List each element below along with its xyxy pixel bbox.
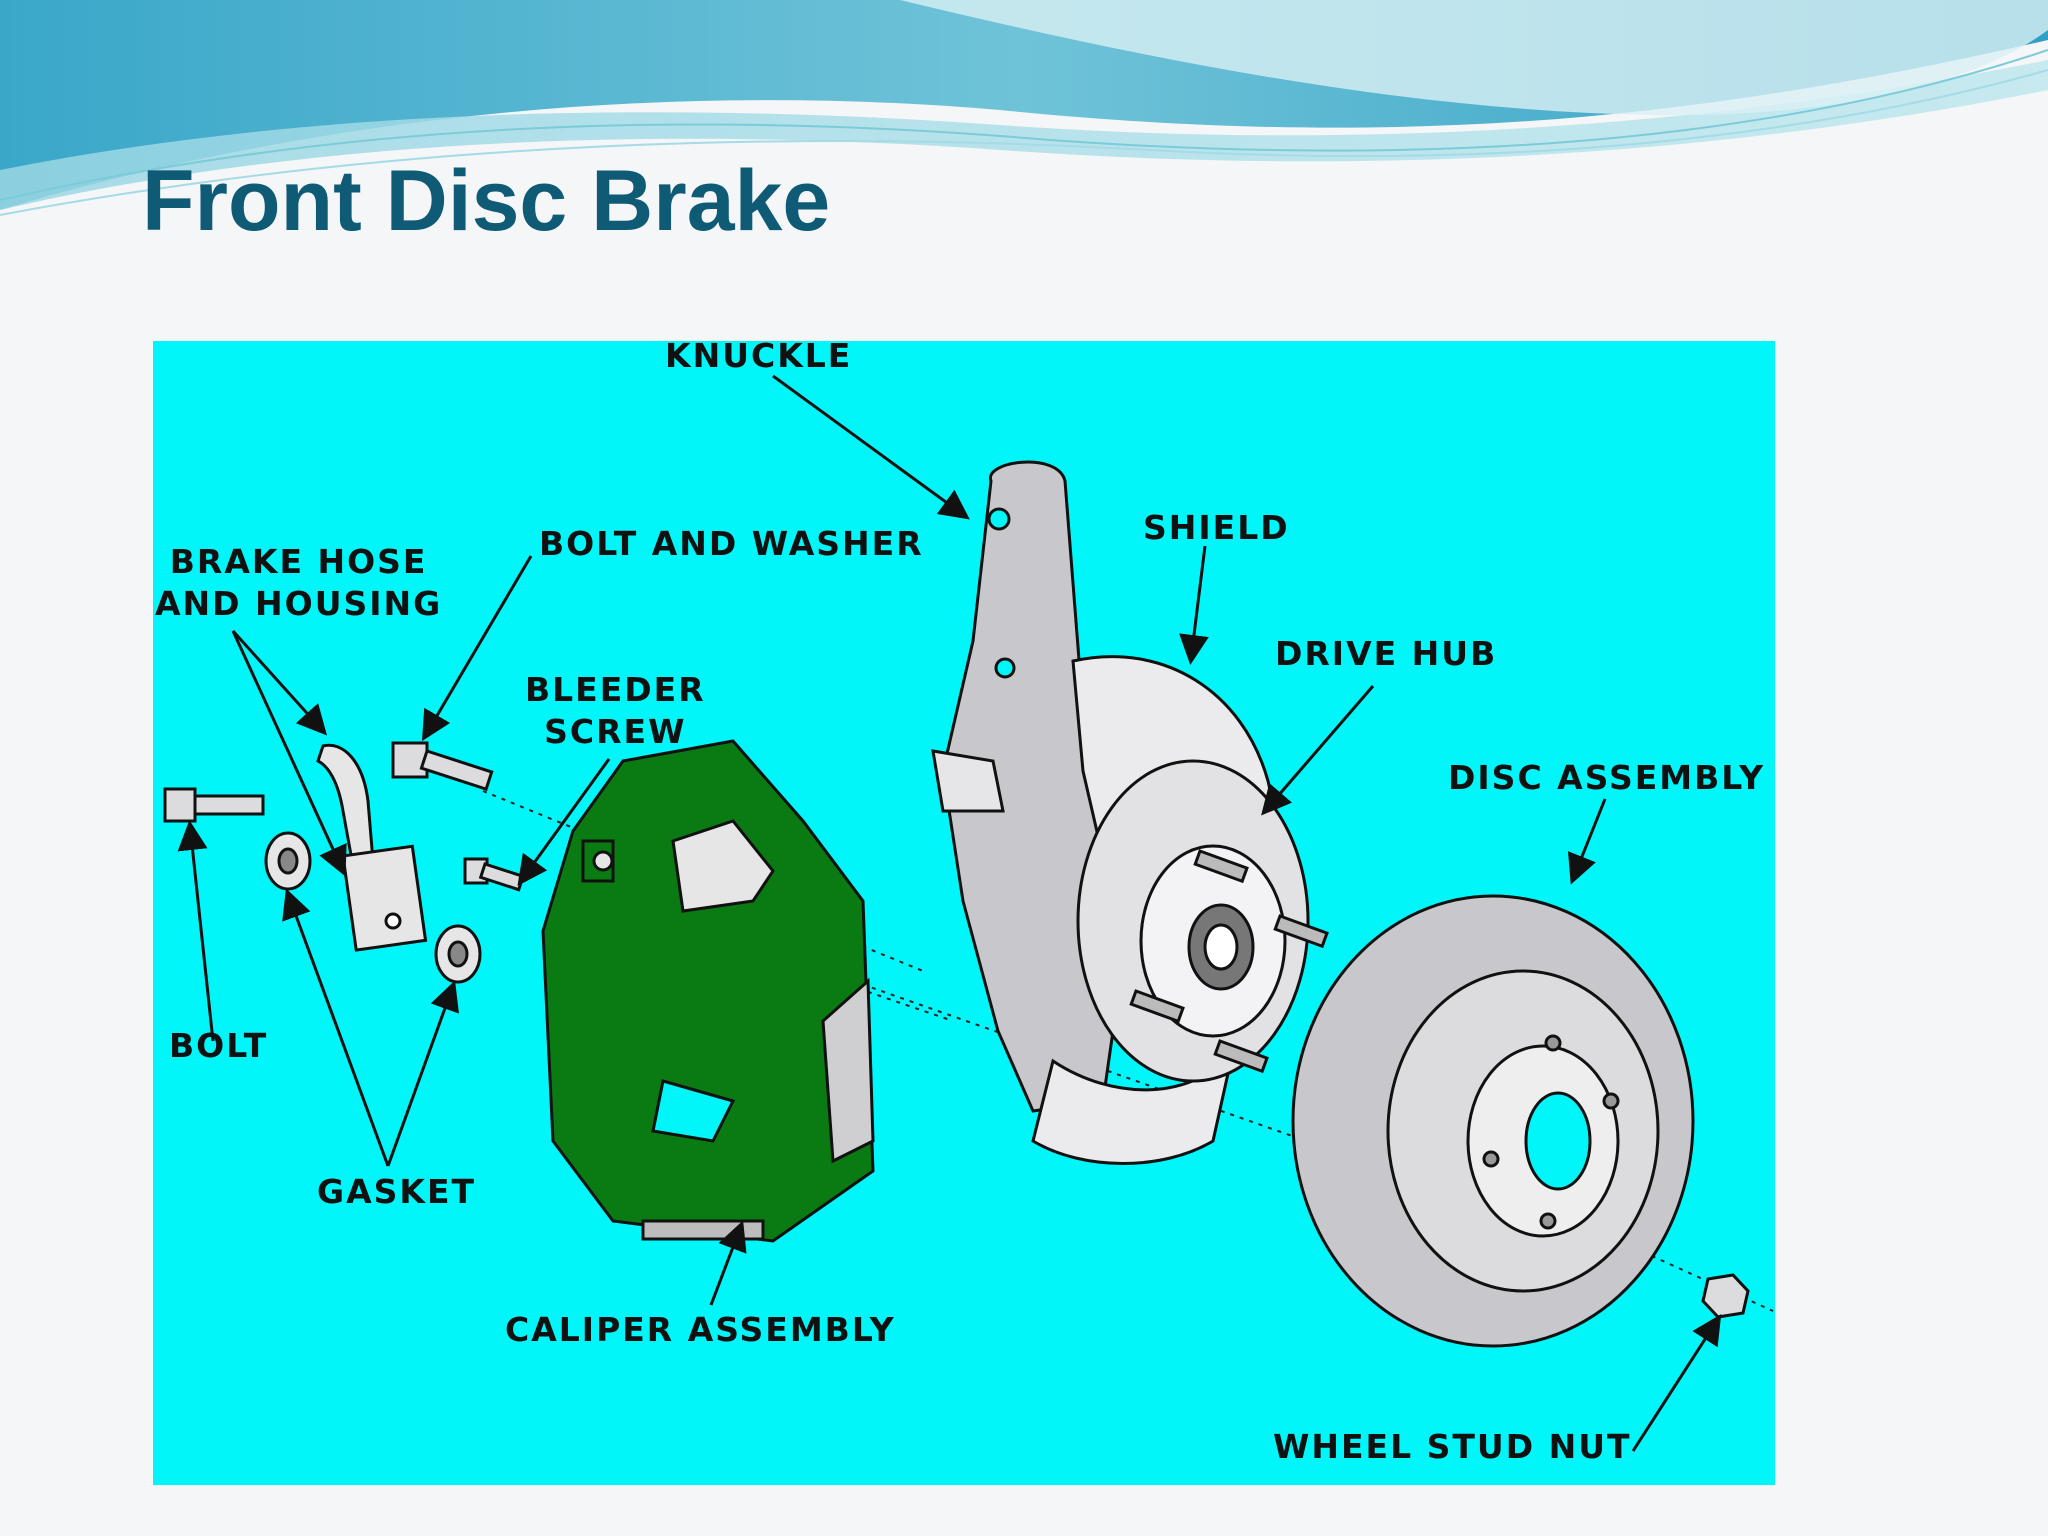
brake-diagram: KNUCKLE BRAKE HOSE AND HOUSING BOLT AND … xyxy=(153,341,1775,1485)
bolt-part xyxy=(163,787,265,823)
label-wheel-stud-nut: WHEEL STUD NUT xyxy=(1273,1427,1632,1466)
caliper-assembly-part xyxy=(541,739,875,1243)
bleeder-screw-part xyxy=(463,857,525,892)
label-bolt-and-washer: BOLT AND WASHER xyxy=(539,524,924,563)
label-caliper-assembly: CALIPER ASSEMBLY xyxy=(505,1310,896,1349)
brake-hose-part xyxy=(316,743,428,952)
slide-title: Front Disc Brake xyxy=(142,153,831,249)
label-bleeder-screw: BLEEDER SCREW xyxy=(525,670,706,751)
label-knuckle: KNUCKLE xyxy=(665,341,853,375)
label-disc-assembly: DISC ASSEMBLY xyxy=(1448,758,1766,797)
label-shield: SHIELD xyxy=(1143,508,1290,547)
leader-lines xyxy=(177,374,1722,1452)
drive-hub-part xyxy=(1076,759,1329,1083)
bolt-and-washer-part xyxy=(391,741,494,792)
header-wave-decoration xyxy=(0,0,2048,216)
label-bolt: BOLT xyxy=(169,1026,269,1065)
brake-diagram-drawing xyxy=(163,374,1774,1452)
disc-assembly-part xyxy=(1291,894,1695,1348)
label-gasket: GASKET xyxy=(317,1172,477,1211)
label-drive-hub: DRIVE HUB xyxy=(1275,634,1498,673)
gasket-part xyxy=(264,831,482,984)
label-brake-hose-and-housing: BRAKE HOSE AND HOUSING xyxy=(155,542,443,623)
wheel-stud-nut-part xyxy=(1701,1273,1750,1319)
